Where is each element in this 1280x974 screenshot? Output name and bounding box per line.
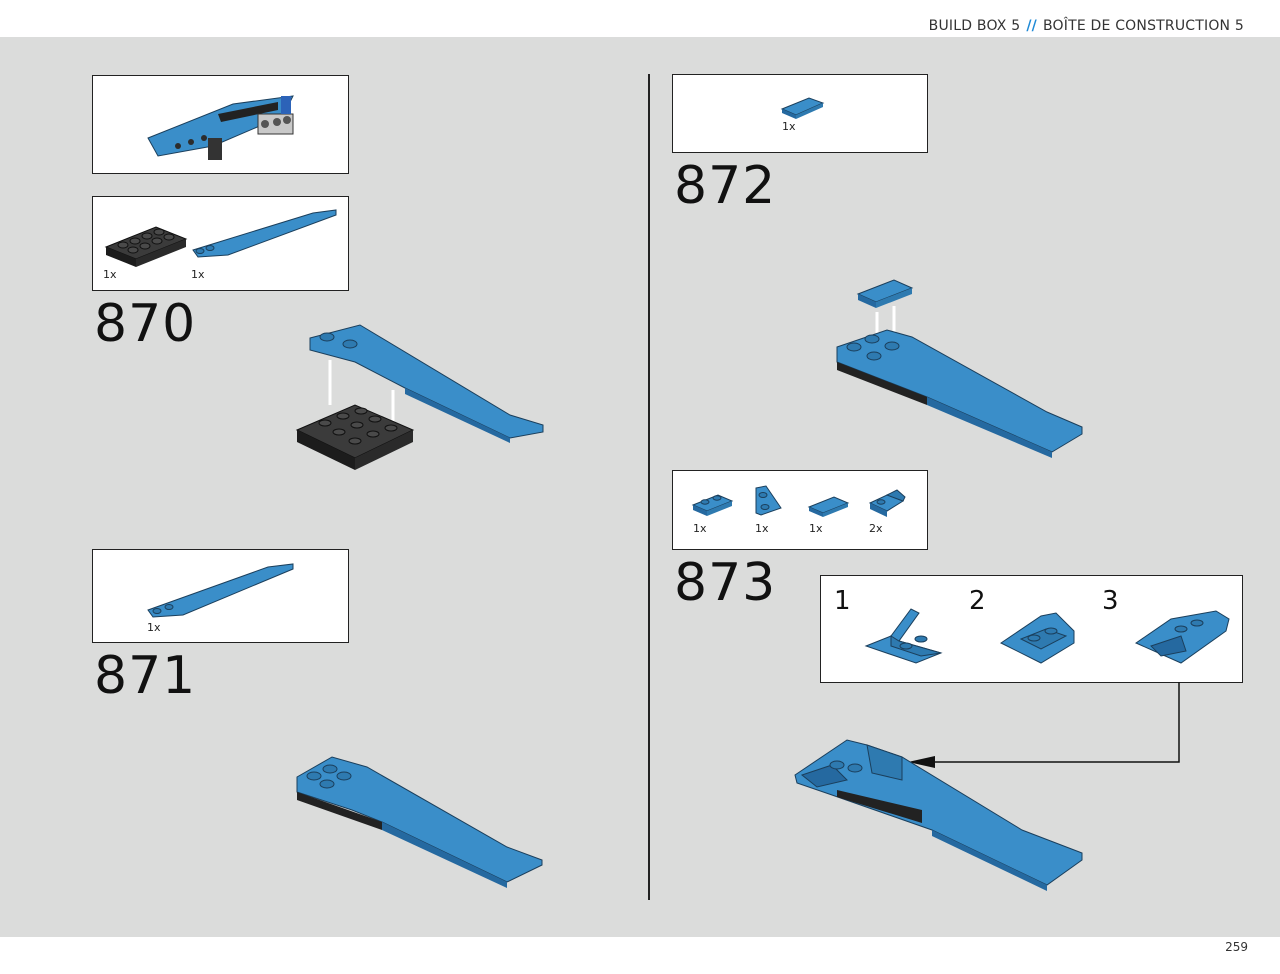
substep-1-image	[864, 608, 943, 664]
parts-list-873: 1x 1x 1x 2x	[672, 470, 928, 550]
page-number: 259	[1225, 940, 1248, 954]
part-quantity: 1x	[191, 268, 205, 281]
subassembly-image	[147, 95, 294, 160]
part-tile-blue-image	[780, 97, 825, 119]
parts-list-870: 1x 1x	[92, 196, 349, 291]
step-number: 870	[94, 294, 197, 354]
part-tile-1x2-blue-image	[807, 496, 850, 517]
substep-number: 1	[834, 586, 851, 616]
substep-3-image	[1134, 610, 1230, 664]
title-fr: BOÎTE DE CONSTRUCTION 5	[1042, 18, 1244, 34]
page-header: BUILD BOX 5 // BOÎTE DE CONSTRUCTION 5	[0, 0, 1280, 37]
part-quantity: 1x	[782, 120, 796, 133]
title-separator: //	[1026, 18, 1037, 34]
part-quantity: 1x	[693, 522, 707, 535]
instruction-page	[0, 37, 1280, 937]
part-plate-1x2-blue-image	[691, 494, 734, 516]
step-number: 871	[94, 646, 197, 706]
step-number: 872	[674, 156, 777, 216]
substep-2-image	[1000, 612, 1075, 664]
step-872-assembly-image	[836, 279, 1083, 458]
part-curved-slope-blue-image	[147, 563, 294, 618]
callout-arrow	[908, 682, 1180, 768]
step-871-assembly-image	[296, 756, 543, 888]
part-quantity: 1x	[103, 268, 117, 281]
subassembly-callout	[92, 75, 349, 174]
substep-number: 3	[1102, 586, 1119, 616]
substep-number: 2	[969, 586, 986, 616]
step-870-assembly-image	[295, 324, 544, 470]
title-en: BUILD BOX 5	[928, 18, 1021, 34]
page-footer: 259	[0, 937, 1280, 974]
part-curved-slope-blue-image	[192, 209, 337, 258]
step-number: 873	[674, 553, 777, 613]
part-quantity: 1x	[809, 522, 823, 535]
part-quantity: 1x	[755, 522, 769, 535]
part-quantity: 2x	[869, 522, 883, 535]
parts-list-871: 1x	[92, 549, 349, 643]
part-bracket-blue-image	[868, 489, 906, 517]
build-box-title: BUILD BOX 5 // BOÎTE DE CONSTRUCTION 5	[929, 18, 1244, 34]
part-plate-2x4-dark-image	[104, 226, 188, 267]
part-quantity: 1x	[147, 621, 161, 634]
column-divider	[648, 74, 650, 900]
parts-list-872: 1x	[672, 74, 928, 153]
step-873-assembly-image	[794, 739, 1083, 891]
part-wedge-plate-blue-image	[755, 485, 782, 516]
substeps-callout: 1 2 3	[820, 575, 1243, 683]
